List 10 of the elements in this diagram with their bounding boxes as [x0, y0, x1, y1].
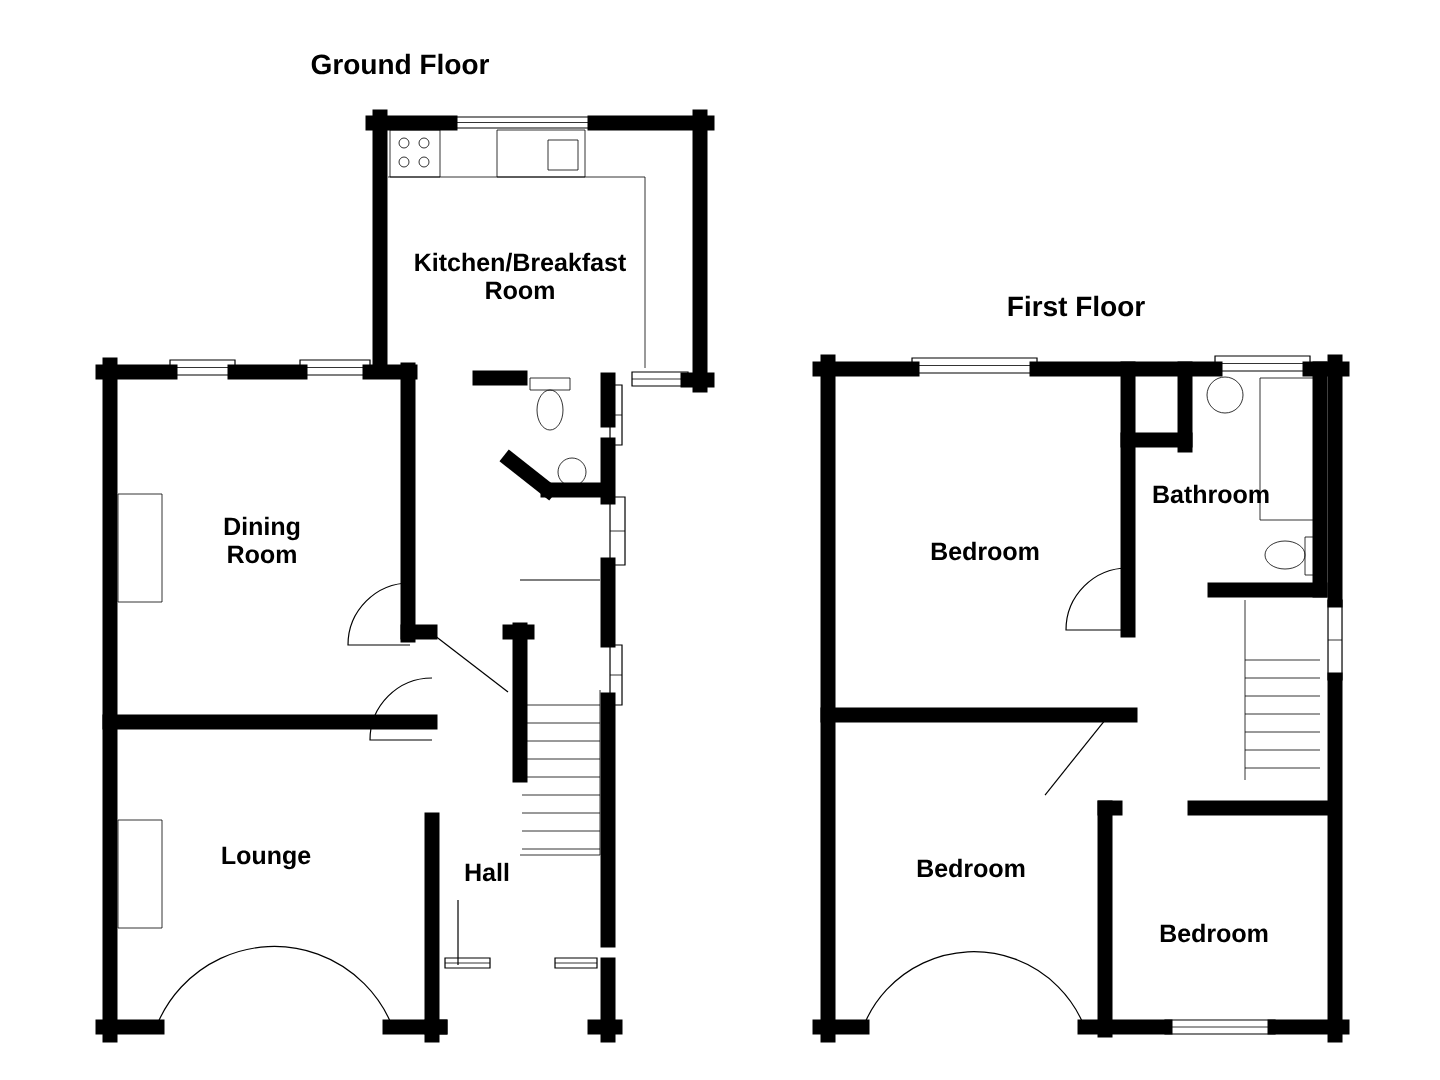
room-label: Kitchen/Breakfast Room [415, 252, 626, 300]
room-label: Lounge [222, 846, 311, 870]
room-label: Bathroom [1153, 484, 1269, 504]
room-label: Hall [465, 862, 509, 882]
room-label: Dining Room [224, 516, 300, 564]
floor-heading: Ground Floor [311, 53, 490, 75]
room-label: Bedroom [1160, 923, 1268, 943]
room-label: Bedroom [917, 858, 1025, 878]
floor-heading: First Floor [1008, 295, 1145, 317]
room-label: Bedroom [931, 541, 1039, 561]
